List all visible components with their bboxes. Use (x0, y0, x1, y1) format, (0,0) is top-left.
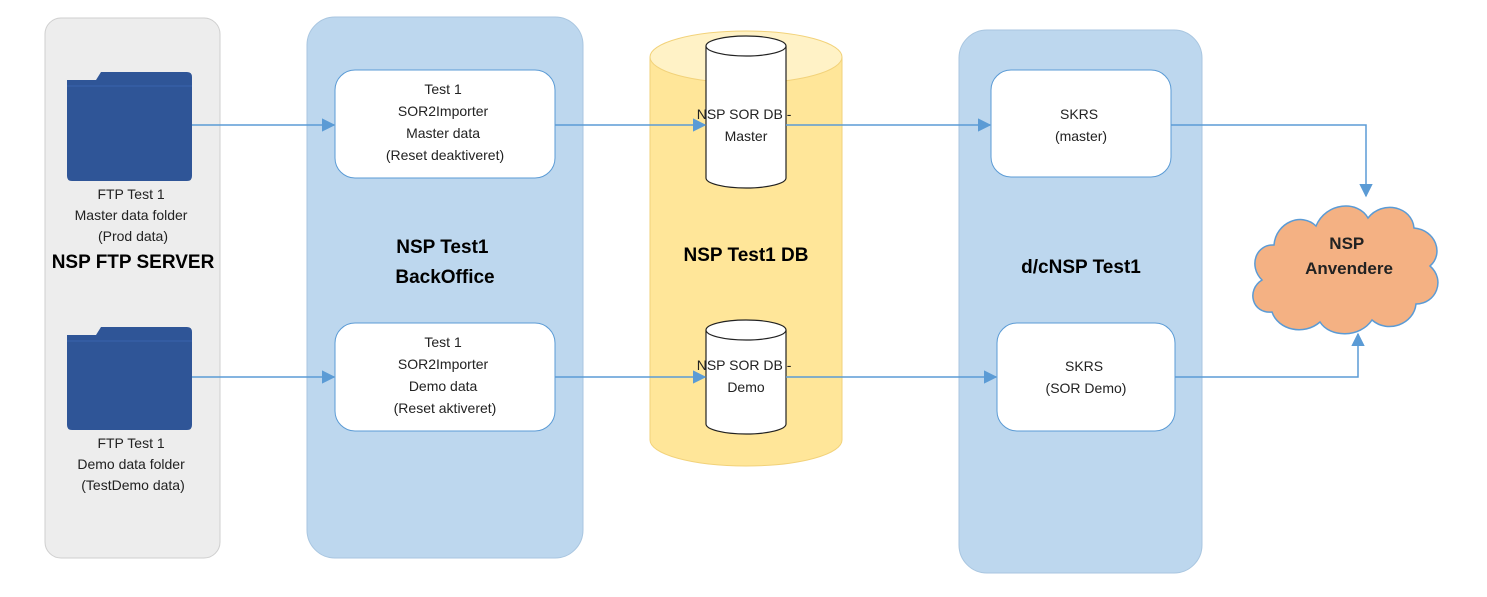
master-db-cylinder (705, 35, 787, 189)
master-importer-label: Test 1 SOR2Importer Master data (Reset d… (386, 81, 504, 163)
connector-arrow (1175, 332, 1365, 378)
connector-arrow (1171, 124, 1373, 198)
folder-icon (67, 327, 192, 430)
demo-db-cylinder (705, 319, 787, 435)
backoffice-title: NSP Test1 BackOffice (395, 237, 494, 288)
skrs-master-box (990, 69, 1172, 178)
master-db-label: NSP SOR DB - Master (697, 106, 796, 144)
dcnsp-title: d/cNSP Test1 (1021, 257, 1141, 278)
demo-folder-label: FTP Test 1 Demo data folder (TestDemo da… (77, 435, 188, 493)
demo-importer-label: Test 1 SOR2Importer Demo data (Reset akt… (394, 334, 497, 416)
folder-icon (67, 72, 192, 181)
master-folder-label: FTP Test 1 Master data folder (Prod data… (75, 186, 192, 244)
consumers-cloud (1252, 205, 1439, 335)
skrs-demo-box (996, 322, 1176, 432)
demo-db-label: NSP SOR DB - Demo (697, 357, 796, 395)
skrs-demo-label: SKRS (SOR Demo) (1046, 358, 1127, 396)
database-title: NSP Test1 DB (684, 245, 809, 266)
consumers-label: NSP Anvendere (1305, 234, 1393, 278)
skrs-master-label: SKRS (master) (1055, 106, 1107, 144)
ftp-server-title: NSP FTP SERVER (52, 252, 215, 273)
